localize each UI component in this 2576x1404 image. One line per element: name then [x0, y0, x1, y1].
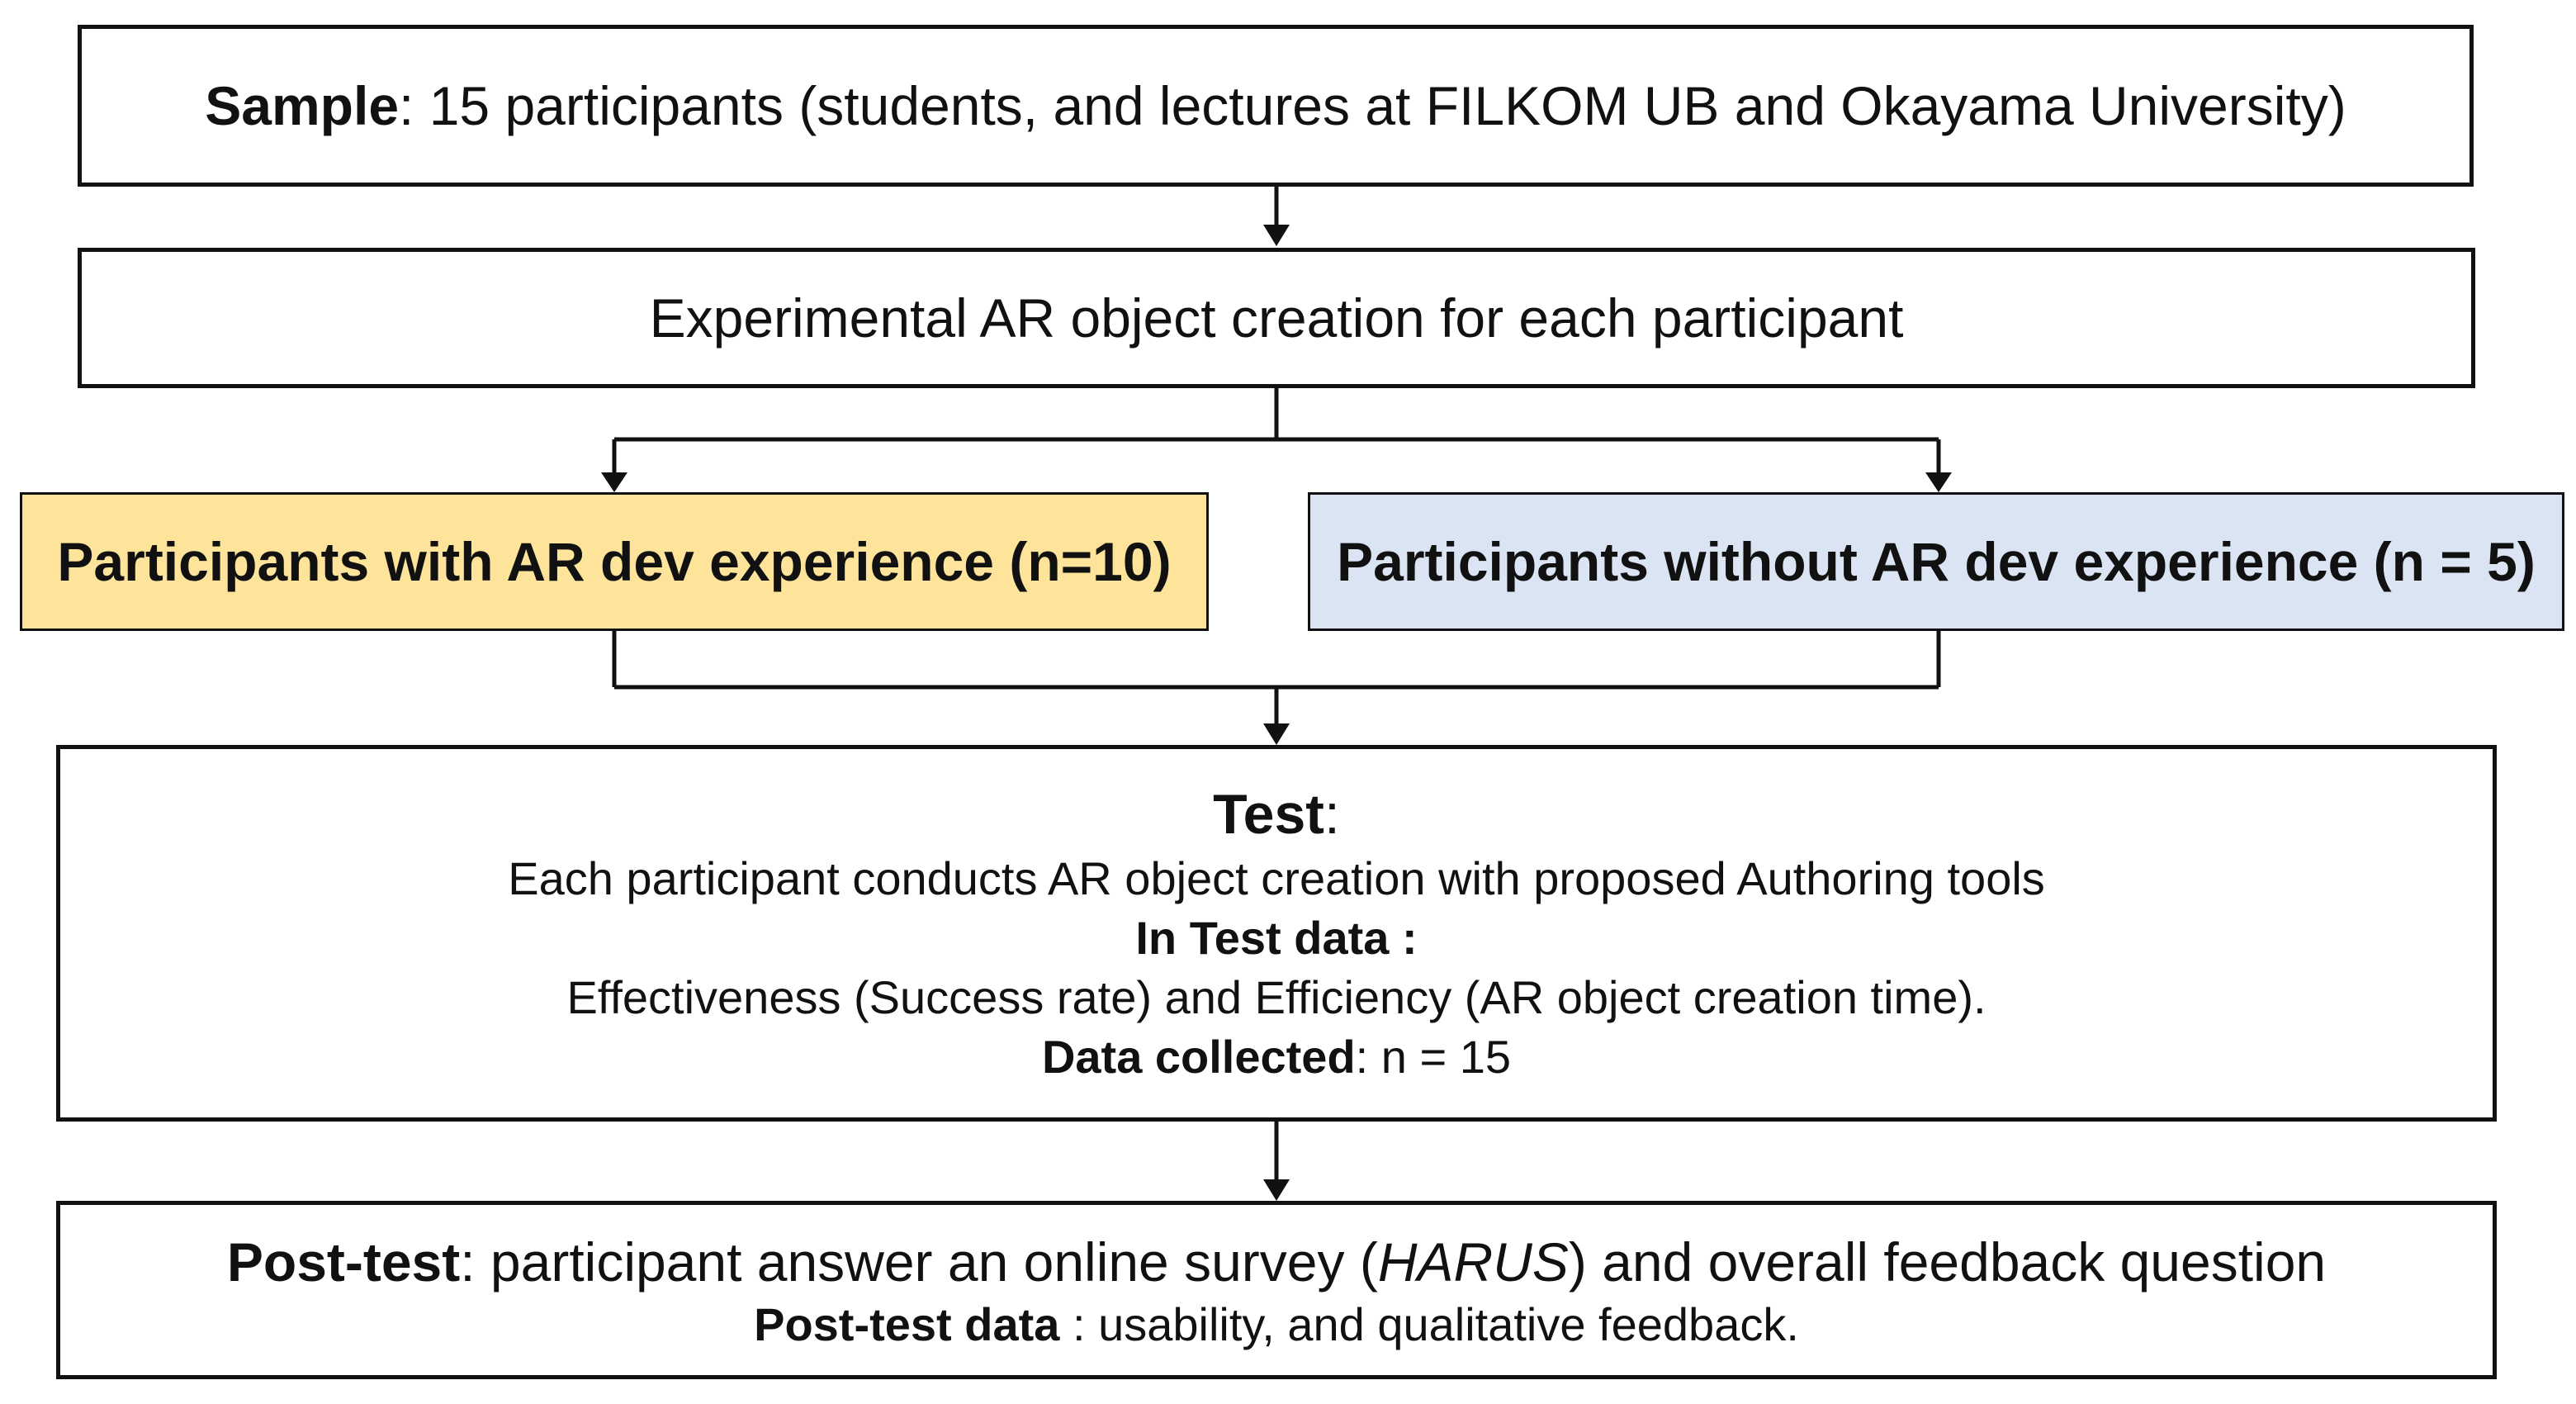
test-box: Test: Each participant conducts AR objec…	[56, 745, 2497, 1122]
group-without-experience-box: Participants without AR dev experience (…	[1308, 492, 2564, 631]
posttest-survey-name: HARUS	[1377, 1231, 1569, 1293]
posttest-data-line: Post-test data : usability, and qualitat…	[754, 1297, 1799, 1353]
posttest-box: Post-test: participant answer an online …	[56, 1201, 2497, 1379]
test-collected-label: Data collected	[1041, 1031, 1356, 1083]
arrowhead-to-with-group	[601, 472, 627, 492]
test-title-line: Test:	[1213, 780, 1340, 849]
posttest-data-label: Post-test data	[754, 1298, 1060, 1350]
sample-text: : 15 participants (students, and lecture…	[399, 75, 2346, 136]
test-title: Test	[1213, 783, 1324, 846]
group-with-experience-text: Participants with AR dev experience (n=1…	[57, 531, 1172, 592]
creation-box: Experimental AR object creation for each…	[78, 248, 2475, 388]
posttest-label: Post-test	[226, 1231, 461, 1293]
posttest-data-value: : usability, and qualitative feedback.	[1059, 1298, 1799, 1350]
creation-text: Experimental AR object creation for each…	[649, 287, 1904, 349]
test-collected-value: : n = 15	[1355, 1031, 1512, 1083]
group-without-experience-text: Participants without AR dev experience (…	[1337, 531, 2536, 592]
posttest-line: Post-test: participant answer an online …	[227, 1227, 2326, 1297]
sample-line: Sample: 15 participants (students, and l…	[205, 74, 2346, 137]
arrowhead-test-to-posttest	[1263, 1179, 1290, 1201]
arrowhead-merge-to-test	[1263, 723, 1290, 745]
test-description: Each participant conducts AR object crea…	[508, 852, 2045, 904]
sample-label: Sample	[205, 75, 400, 136]
test-data-metrics: Effectiveness (Success rate) and Efficie…	[566, 971, 1986, 1023]
test-title-suffix: :	[1324, 783, 1340, 846]
posttest-text-after: ) and overall feedback question	[1568, 1231, 2327, 1293]
test-collected-line: Data collected: n = 15	[1042, 1027, 1511, 1087]
posttest-text-before: : participant answer an online survey (	[460, 1231, 1378, 1293]
sample-box: Sample: 15 participants (students, and l…	[78, 25, 2474, 187]
group-with-experience-box: Participants with AR dev experience (n=1…	[20, 492, 1209, 631]
arrowhead-sample-to-creation	[1263, 225, 1290, 246]
arrowhead-to-without-group	[1925, 472, 1952, 492]
test-data-heading: In Test data :	[1135, 912, 1418, 964]
